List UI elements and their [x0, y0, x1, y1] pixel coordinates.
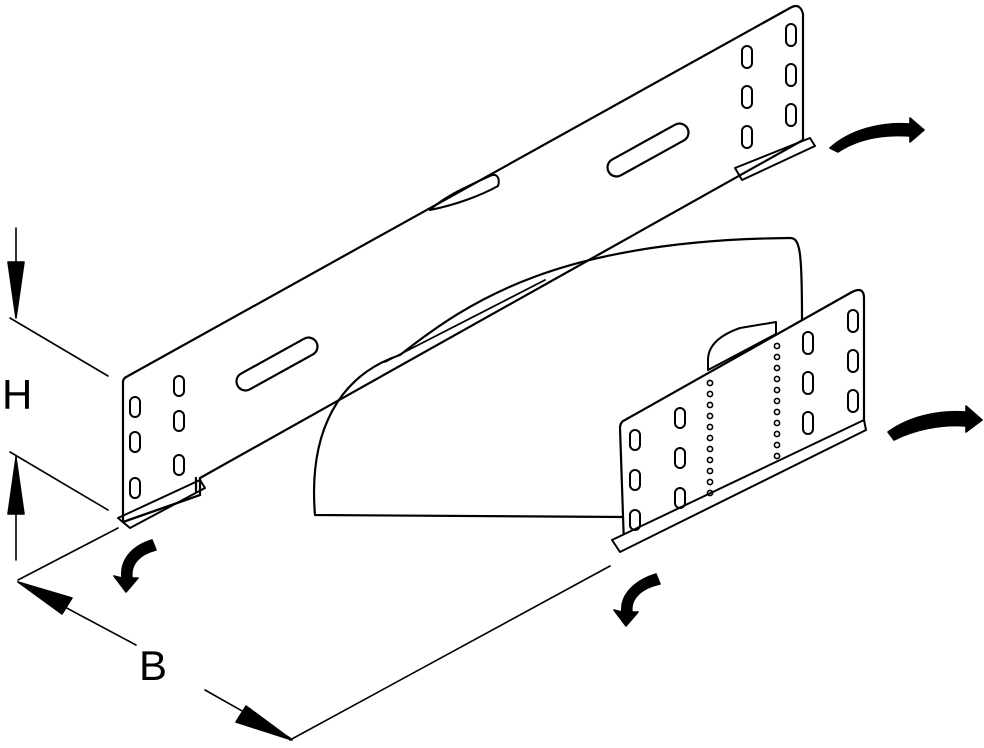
width-dimension-label: B: [139, 642, 168, 689]
rotation-arrow-bottom-center-icon: [613, 573, 661, 627]
perforation-row-right: [773, 342, 781, 460]
long-side-plate: [117, 4, 816, 529]
arrow-down-icon: [7, 261, 25, 319]
rotation-arrow-bottom-left-icon: [113, 539, 157, 593]
right-hole-pattern: [741, 23, 797, 149]
slot-left: [235, 336, 319, 392]
arrow-left-icon: [17, 581, 73, 615]
left-hole-pattern: [129, 375, 185, 499]
arrow-right-icon: [235, 705, 293, 741]
width-dimension: [17, 527, 611, 741]
rotation-arrow-mid-right-icon: [887, 405, 983, 441]
arrow-up-icon: [7, 457, 25, 515]
perforation-row-left: [706, 379, 714, 497]
curved-base-plate: [313, 236, 804, 519]
front-hole-pattern: [629, 309, 859, 531]
height-dimension-label: H: [2, 371, 33, 418]
short-side-plate: [611, 288, 867, 553]
height-dimension: [7, 227, 109, 561]
slot-right: [606, 122, 690, 178]
rotation-arrow-top-right-icon: [829, 117, 925, 153]
